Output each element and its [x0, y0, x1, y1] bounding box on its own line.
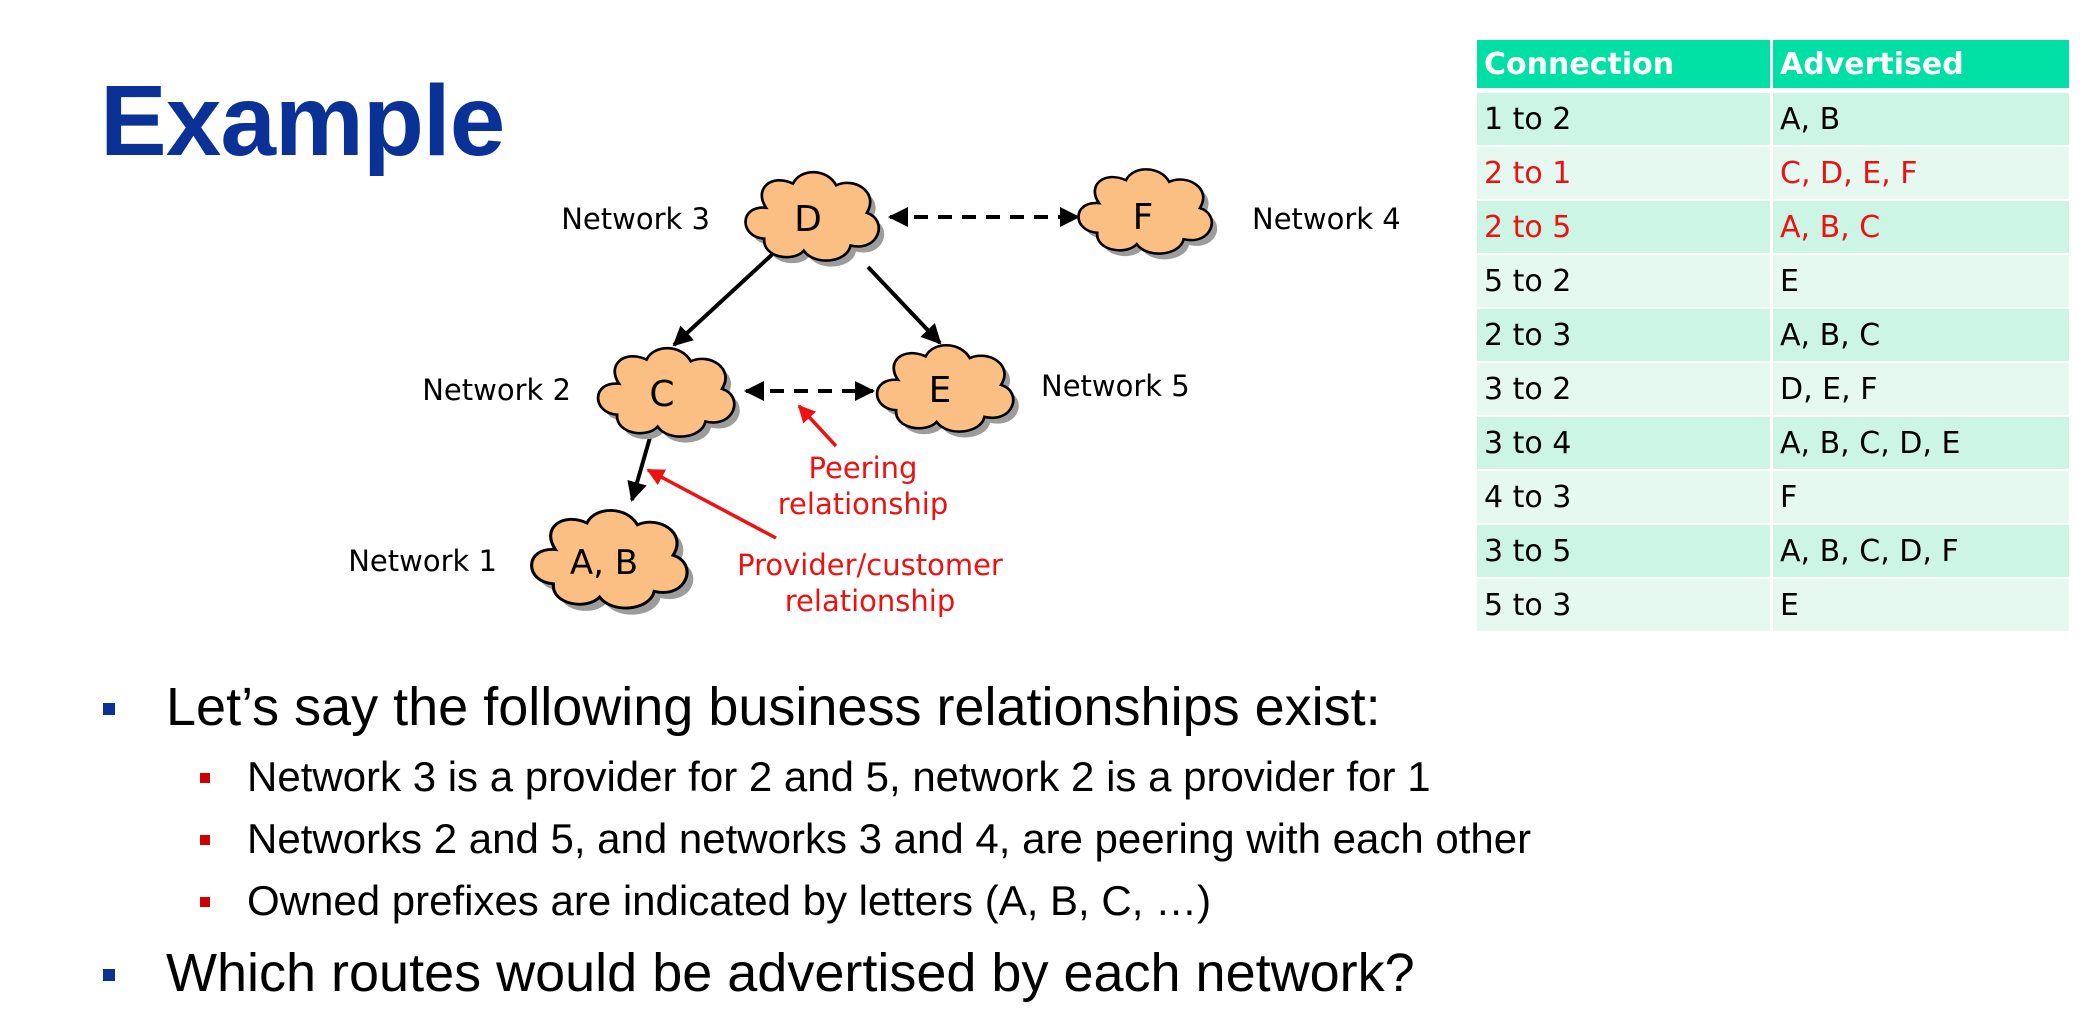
- cell-connection: 3 to 5: [1477, 525, 1773, 579]
- sub-bullet-2: Networks 2 and 5, and networks 3 and 4, …: [247, 815, 1532, 862]
- cell-advertised: E: [1773, 255, 2069, 309]
- header-connection: Connection: [1477, 40, 1773, 93]
- network-name-4: Network 4: [1252, 202, 1401, 236]
- network-name-5: Network 5: [1041, 369, 1190, 403]
- cell-advertised: F: [1773, 471, 2069, 525]
- cell-advertised: D, E, F: [1773, 363, 2069, 417]
- cell-connection: 3 to 2: [1477, 363, 1773, 417]
- cell-advertised: A, B, C: [1773, 309, 2069, 363]
- bullet-main-1: Let’s say the following business relatio…: [166, 677, 1381, 737]
- cell-connection: 4 to 3: [1477, 471, 1773, 525]
- node-label-f: F: [1133, 197, 1154, 238]
- cell-advertised: A, B, C, D, F: [1773, 525, 2069, 579]
- provider-annotation-arrow: [646, 468, 777, 540]
- cell-advertised: C, D, E, F: [1773, 147, 2069, 201]
- cell-advertised: E: [1773, 579, 2069, 633]
- slide-title: Example: [100, 65, 505, 177]
- provider-annotation-line2: relationship: [785, 584, 955, 618]
- sub-bullet-marker: [200, 773, 210, 783]
- network-name-3: Network 3: [561, 202, 710, 236]
- sub-bullet-marker: [200, 835, 210, 845]
- edge-d-e-provider: [866, 265, 942, 345]
- bullet-marker: [103, 969, 115, 981]
- edge-c-ab-provider: [627, 433, 653, 502]
- sub-bullet-3: Owned prefixes are indicated by letters …: [247, 877, 1212, 924]
- node-label-d: D: [794, 199, 822, 240]
- cell-advertised: A, B, C: [1773, 201, 2069, 255]
- peering-annotation-arrow: [797, 404, 838, 448]
- cell-advertised: A, B, C, D, E: [1773, 417, 2069, 471]
- network-diagram: D F C E A, B Network 3 Network 4 Network…: [348, 167, 1401, 618]
- header-advertised: Advertised: [1773, 40, 2069, 93]
- node-label-e: E: [929, 370, 952, 411]
- peering-annotation-line1: Peering: [809, 451, 918, 485]
- table-header-row: Connection Advertised: [1477, 40, 2069, 93]
- cell-connection: 3 to 4: [1477, 417, 1773, 471]
- cell-connection: 2 to 3: [1477, 309, 1773, 363]
- sub-bullet-marker: [200, 897, 210, 907]
- network-name-2: Network 2: [422, 373, 571, 407]
- cell-connection: 5 to 3: [1477, 579, 1773, 633]
- sub-bullet-1: Network 3 is a provider for 2 and 5, net…: [247, 753, 1431, 800]
- cell-connection: 2 to 5: [1477, 201, 1773, 255]
- bullet-marker: [103, 703, 115, 715]
- cell-advertised: A, B: [1773, 93, 2069, 147]
- cell-connection: 5 to 2: [1477, 255, 1773, 309]
- provider-annotation-line1: Provider/customer: [737, 548, 1003, 582]
- network-name-1: Network 1: [348, 544, 497, 578]
- cell-connection: 2 to 1: [1477, 147, 1773, 201]
- peering-annotation-line2: relationship: [778, 487, 948, 521]
- edge-d-c-provider: [672, 248, 779, 347]
- bullet-main-2: Which routes would be advertised by each…: [166, 943, 1415, 1003]
- node-label-ab: A, B: [570, 543, 638, 583]
- node-label-c: C: [649, 374, 674, 415]
- cell-connection: 1 to 2: [1477, 93, 1773, 147]
